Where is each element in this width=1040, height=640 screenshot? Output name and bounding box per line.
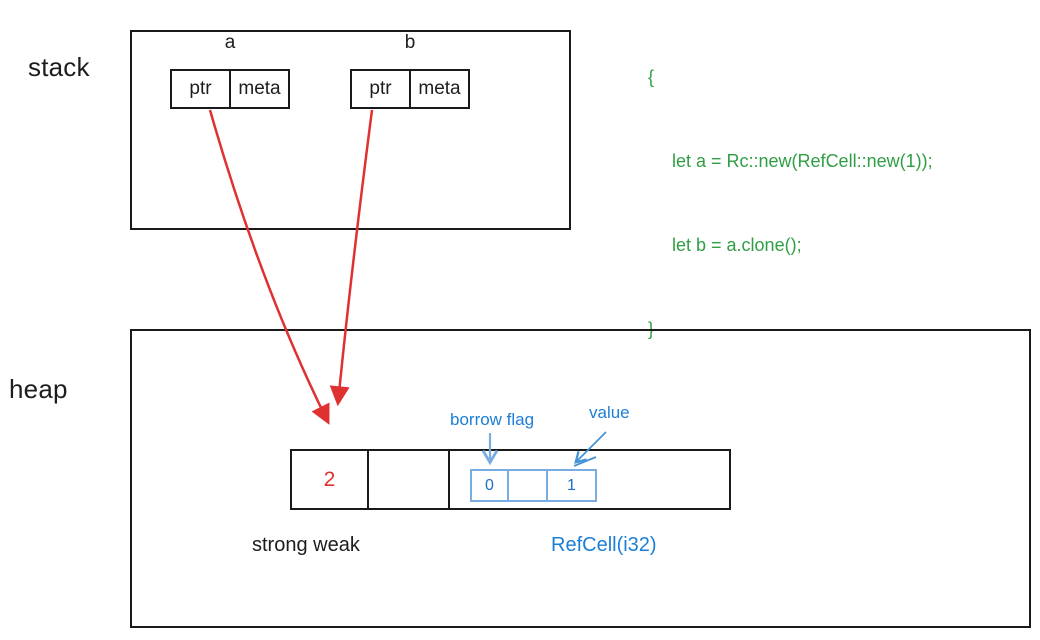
code-line-open-brace: { [648,67,655,87]
var-a-name: a [224,32,236,53]
var-b-cells: ptr meta [350,69,470,109]
var-a-meta-cell: meta [238,78,281,99]
stack-box [130,30,571,230]
var-a-cells: ptr meta [170,69,290,109]
strong-count-cell: 2 [292,451,369,508]
value-cell: 1 [567,476,576,494]
refcell-box: 0 1 [470,469,597,502]
code-line-let-b: let b = a.clone(); [672,235,802,255]
code-line-let-a: let a = Rc::new(RefCell::new(1)); [672,151,933,171]
heap-box [130,329,1031,628]
refcell-middle-cell [509,471,548,500]
code-snippet: { let a = Rc::new(RefCell::new(1)); let … [648,7,933,399]
borrow-flag-cell: 0 [472,471,509,500]
refcell-type-caption: RefCell(i32) [551,534,657,556]
var-b-ptr-cell: ptr [352,71,411,107]
var-b-meta-cell: meta [418,78,461,99]
var-b-name: b [404,32,416,53]
borrow-flag-annotation: borrow flag [450,410,535,429]
stack-region-label: stack [28,52,90,82]
strong-weak-caption: strong weak [252,534,360,556]
heap-region-label: heap [9,374,68,404]
var-a-ptr-cell: ptr [172,71,231,107]
weak-count-cell [369,451,450,508]
value-annotation: value [589,403,630,422]
